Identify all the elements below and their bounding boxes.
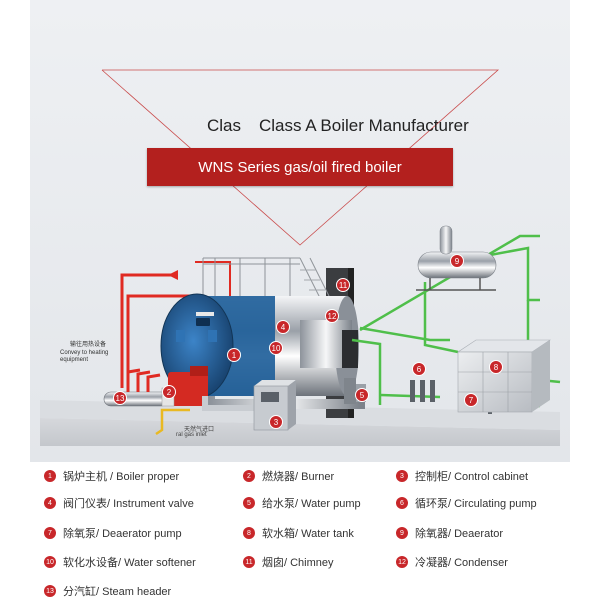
legend-label: 给水泵/ Water pump [262,498,361,510]
legend-number: 1 [44,470,56,482]
marker-11: 11 [336,278,350,292]
legend-item: 4 阀门仪表/ Instrument valve [44,495,194,511]
title-fragment: Clas [207,116,242,135]
legend-item: 13 分汽缸/ Steam header [44,583,171,599]
legend-number: 13 [44,585,56,597]
water-pump [344,378,356,404]
legend-label: 冷凝器/ Condenser [415,557,508,569]
marker-1: 1 [227,348,241,362]
gas-line [155,408,190,436]
legend-number: 8 [243,527,255,539]
floor-platform [40,418,560,446]
legend-label: 软化水设备/ Water softener [63,557,196,569]
legend-label: 除氧泵/ Deaerator pump [63,528,182,540]
legend-item: 5 给水泵/ Water pump [243,495,361,511]
circulating-pumps [410,380,435,402]
convey-label-cn: 输往用热设备 [70,342,107,348]
legend-label: 控制柜/ Control cabinet [415,471,529,483]
legend-number: 3 [396,470,408,482]
legend-item: 11 烟囱/ Chimney [243,554,334,570]
legend-label: 燃烧器/ Burner [262,471,335,483]
marker-3: 3 [269,415,283,429]
legend-item: 3 控制柜/ Control cabinet [396,468,528,484]
title-text: Class A Boiler Manufacturer [259,116,469,135]
marker-8: 8 [489,360,503,374]
marker-13: 13 [113,391,127,405]
legend-label: 软水箱/ Water tank [262,528,354,540]
marker-4: 4 [276,320,290,334]
legend-item: 2 燃烧器/ Burner [243,468,334,484]
legend-number: 10 [44,556,56,568]
legend-item: 1 锅炉主机 / Boiler proper [44,468,179,484]
legend-label: 阀门仪表/ Instrument valve [63,498,194,510]
steam-pipe [120,273,178,388]
legend-number: 6 [396,497,408,509]
legend-item: 9 除氧器/ Deaerator [396,525,503,541]
legend-number: 7 [44,527,56,539]
legend-item: 8 软水箱/ Water tank [243,525,354,541]
burner [168,372,208,406]
legend-number: 9 [396,527,408,539]
marker-9: 9 [450,254,464,268]
legend-number: 5 [243,497,255,509]
marker-10: 10 [269,341,283,355]
gas-inlet-label-cn: 天然气进口 [184,427,215,433]
legend: 1 锅炉主机 / Boiler proper 2 燃烧器/ Burner 3 控… [0,462,600,600]
marker-5: 5 [355,388,369,402]
legend-label: 分汽缸/ Steam header [63,586,172,598]
legend-item: 10 软化水设备/ Water softener [44,554,196,570]
legend-item: 12 冷凝器/ Condenser [396,554,508,570]
legend-number: 12 [396,556,408,568]
legend-label: 除氧器/ Deaerator [415,528,504,540]
legend-item: 7 除氧泵/ Deaerator pump [44,525,182,541]
series-banner: WNS Series gas/oil fired boiler [147,148,453,186]
marker-6: 6 [412,362,426,376]
convey-label-en: Convey to heating equipment [60,350,109,363]
legend-item: 6 循环泵/ Circulating pump [396,495,537,511]
legend-number: 11 [243,556,255,568]
marker-12: 12 [325,309,339,323]
gas-inlet-label-en: ral gas inlet [176,432,207,438]
marker-7: 7 [464,393,478,407]
legend-label: 锅炉主机 / Boiler proper [63,471,180,483]
marker-2: 2 [162,385,176,399]
legend-label: 循环泵/ Circulating pump [415,498,537,510]
legend-label: 烟囱/ Chimney [262,557,334,569]
legend-number: 4 [44,497,56,509]
legend-number: 2 [243,470,255,482]
